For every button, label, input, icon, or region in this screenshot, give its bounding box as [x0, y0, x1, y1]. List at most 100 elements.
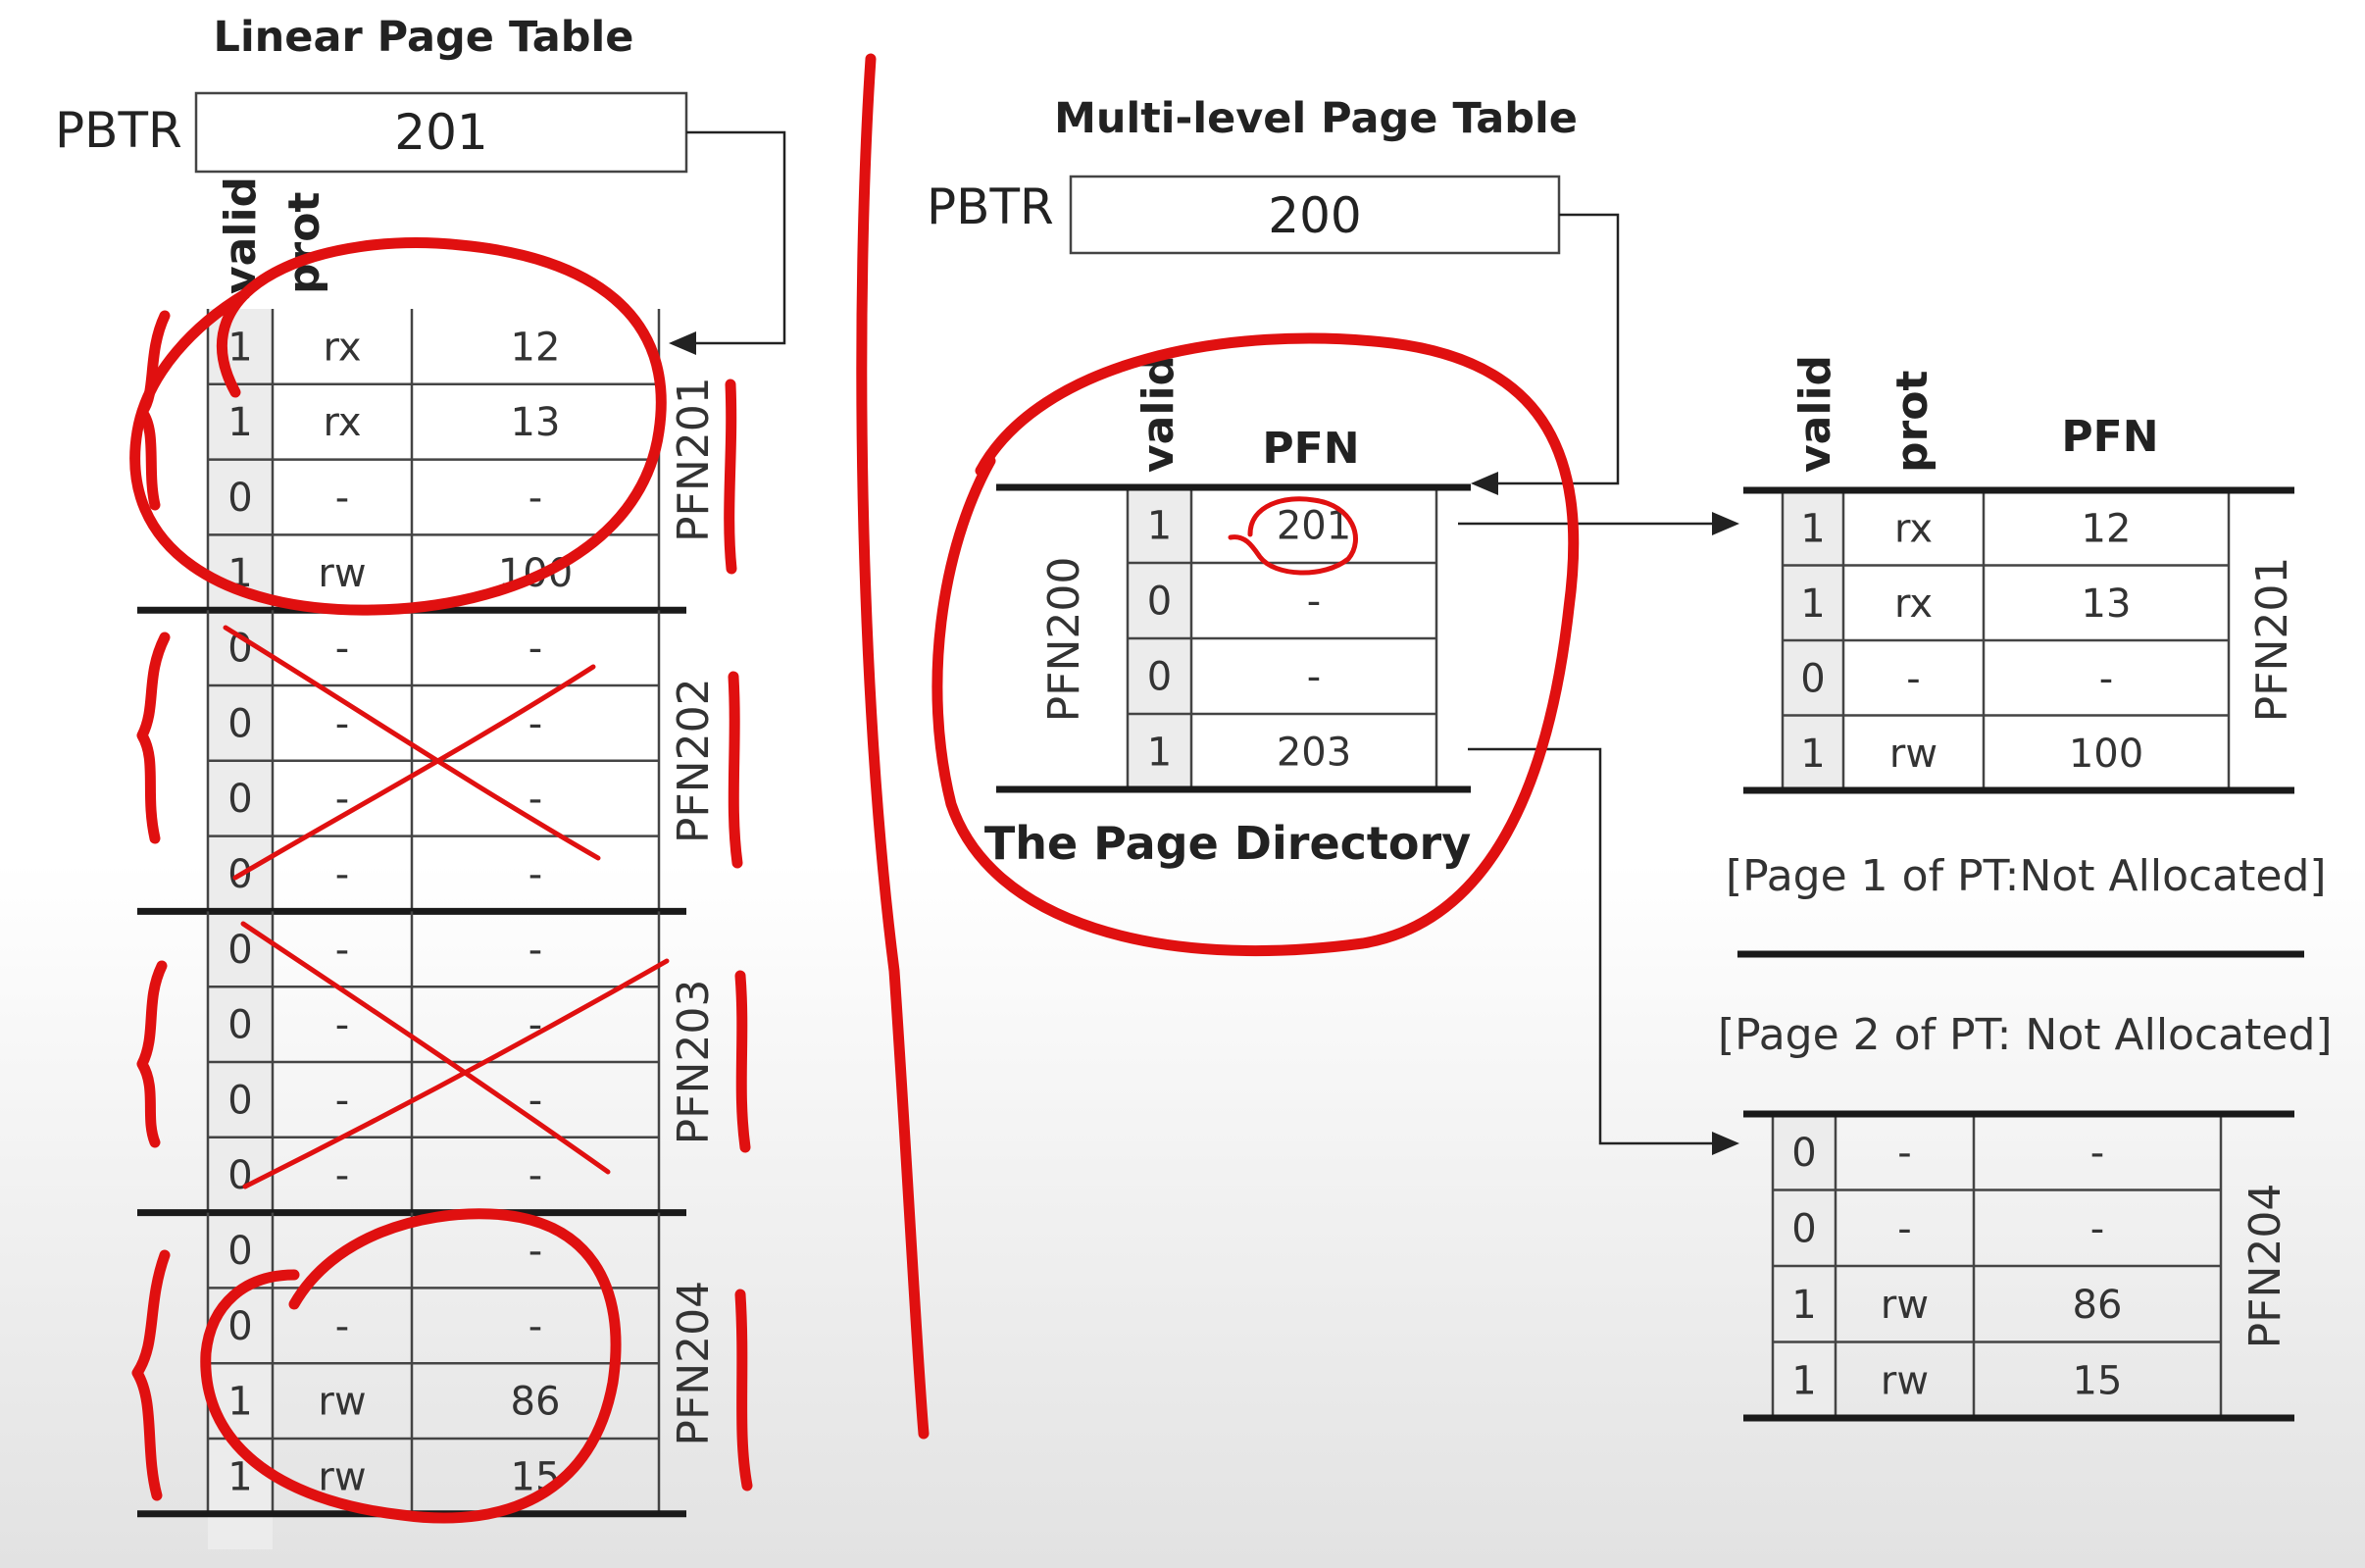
pt0-cell: - [2099, 656, 2113, 701]
linear-pbtr-box [194, 91, 688, 174]
linear-page1-cell: rw [318, 551, 366, 596]
linear-page4-cell: rw [318, 1454, 366, 1499]
linear-page2-cell: - [528, 777, 542, 822]
linear-page1-cell: - [528, 476, 542, 521]
linear-page3-cell: 0 [227, 1153, 252, 1198]
linear-page3-cell: - [528, 1153, 542, 1198]
pt0-cell: 12 [2082, 506, 2132, 551]
pt3-cell: - [1897, 1206, 1911, 1251]
linear-title: Linear Page Table [214, 13, 634, 62]
pt3-cell: 1 [1791, 1283, 1816, 1328]
circle-pfn204 [200, 1208, 622, 1524]
multi-pbtr-connector [1490, 213, 1620, 485]
linear-page4-cell: - [335, 1304, 349, 1349]
pt0-cell: 1 [1800, 506, 1825, 551]
pt3-cell: - [1897, 1131, 1911, 1176]
circle-pfn201 [129, 237, 667, 616]
bar-pfn202 [728, 671, 743, 869]
pt0-cell: rx [1894, 582, 1933, 627]
linear-pfn-label: PFN204 [669, 1281, 719, 1446]
pt0-cell: 100 [2069, 732, 2143, 777]
linear-page2-cell: 0 [227, 701, 252, 746]
pt3-cell: 15 [2073, 1358, 2123, 1403]
linear-page4-cell: 1 [227, 1380, 252, 1425]
multi-level-page-table: Multi-level Page Table PBTR 200 valid PF… [927, 94, 2333, 1422]
linear-page4-cell: rw [318, 1380, 366, 1425]
pt3-cell: 0 [1791, 1131, 1816, 1176]
linear-page2-cell: - [528, 852, 542, 897]
bracket-pfn201 [136, 310, 171, 511]
pt-col-pfn: PFN [2061, 412, 2158, 462]
pt3-cell: - [2090, 1206, 2104, 1251]
cross-pfn202-a [223, 625, 601, 861]
linear-page4-cell: 0 [227, 1304, 252, 1349]
dir-cell: 1 [1147, 731, 1172, 776]
linear-col-prot: prot [279, 192, 329, 294]
linear-page4-cell: 0 [227, 1229, 252, 1274]
pt-note-page2: [Page 2 of PT: Not Allocated] [1718, 1010, 2333, 1060]
dir-col-pfn: PFN [1262, 424, 1359, 474]
linear-page2-cell: - [335, 701, 349, 746]
linear-page3-cell: - [335, 1078, 349, 1123]
linear-page1-cell: 1 [227, 400, 252, 445]
pt0-cell: rx [1894, 506, 1933, 551]
linear-page1-cell: 13 [511, 400, 561, 445]
multi-pbtr-arrowhead [1471, 472, 1498, 495]
bar-pfn201 [724, 379, 737, 575]
multi-title: Multi-level Page Table [1054, 94, 1578, 143]
linear-page1-cell: 0 [227, 476, 252, 521]
linear-page2-cell: - [335, 852, 349, 897]
dir-cell: - [1307, 580, 1321, 625]
linear-pfn-label: PFN201 [669, 377, 719, 542]
dir-cell: 0 [1147, 580, 1172, 625]
linear-page4-cell: 86 [511, 1380, 561, 1425]
pt0-cell: 1 [1800, 732, 1825, 777]
pt3-table-grid [1743, 1110, 2294, 1422]
linear-page4-cell: - [528, 1304, 542, 1349]
dir-col-valid: valid [1133, 355, 1183, 473]
dir-cell: - [1307, 655, 1321, 700]
pt3-cell: rw [1881, 1358, 1929, 1403]
pt3-cell: - [2090, 1131, 2104, 1176]
pt3-cell: 0 [1791, 1206, 1816, 1251]
dir-caption: The Page Directory [984, 817, 1471, 870]
linear-page2-cell: - [528, 701, 542, 746]
circle-dir-201 [1228, 496, 1358, 576]
linear-page3-cell: - [528, 1078, 542, 1123]
linear-page3-cell: - [335, 1003, 349, 1048]
linear-page1-cell: 1 [227, 325, 252, 370]
circle-page-directory [931, 332, 1580, 957]
pt0-cell: rw [1889, 732, 1937, 777]
pt3-cell: 86 [2073, 1283, 2123, 1328]
linear-valid-column [208, 309, 273, 1549]
dir-table-grid [996, 483, 1471, 793]
linear-page2-cell: 0 [227, 777, 252, 822]
cross-pfn203-b [242, 958, 670, 1189]
linear-pbtr-arrowhead [669, 331, 696, 355]
cross-pfn202-b [232, 664, 596, 881]
pt-col-prot: prot [1887, 371, 1937, 473]
bar-pfn204 [734, 1289, 753, 1492]
linear-page1-cell: - [335, 476, 349, 521]
linear-pbtr-label: PBTR [55, 102, 182, 159]
linear-pfn-label: PFN203 [669, 980, 719, 1145]
linear-page2-cell: - [335, 627, 349, 672]
divider-stroke [856, 53, 930, 1440]
pt0-cell: 1 [1800, 582, 1825, 627]
pt3-cell: rw [1881, 1283, 1929, 1328]
linear-page1-cell: rx [323, 325, 361, 370]
dir-to-pfn201-arrowhead [1712, 512, 1739, 535]
bracket-pfn202 [136, 632, 171, 844]
bracket-pfn203 [136, 960, 168, 1148]
dir-cell: 0 [1147, 655, 1172, 700]
linear-page4-cell: - [528, 1229, 542, 1274]
multi-pbtr-label: PBTR [927, 178, 1054, 235]
pt3-pfn-label: PFN204 [2240, 1184, 2290, 1349]
dir-cell: 1 [1147, 504, 1172, 549]
linear-page3-cell: 0 [227, 1003, 252, 1048]
linear-page1-cell: 12 [511, 325, 561, 370]
cross-pfn203-a [240, 921, 611, 1175]
